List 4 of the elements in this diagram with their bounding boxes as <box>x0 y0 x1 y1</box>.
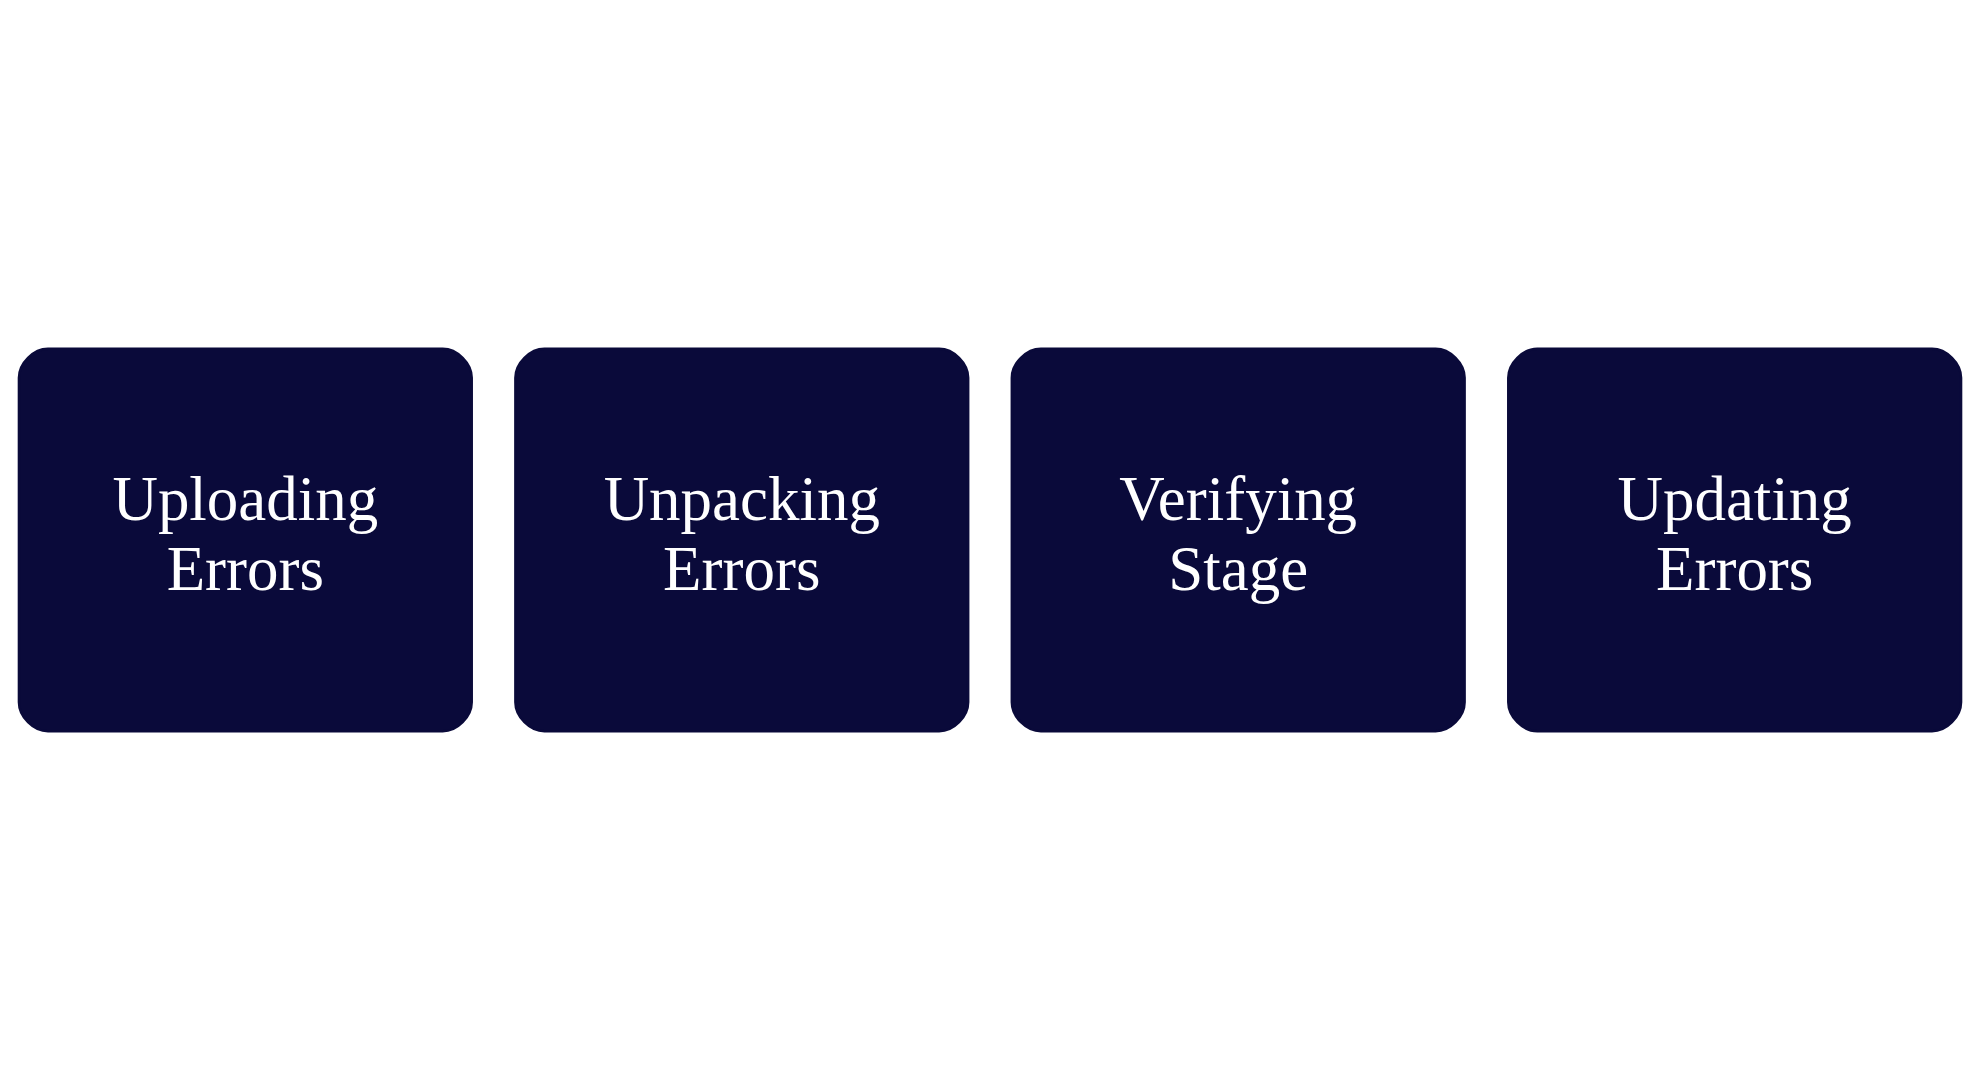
node-box: Uploading Errors <box>17 347 473 733</box>
node-box: Verifying Stage <box>1010 347 1466 733</box>
node-box: Updating Errors <box>1507 347 1963 733</box>
node-box: Unpacking Errors <box>514 347 970 733</box>
